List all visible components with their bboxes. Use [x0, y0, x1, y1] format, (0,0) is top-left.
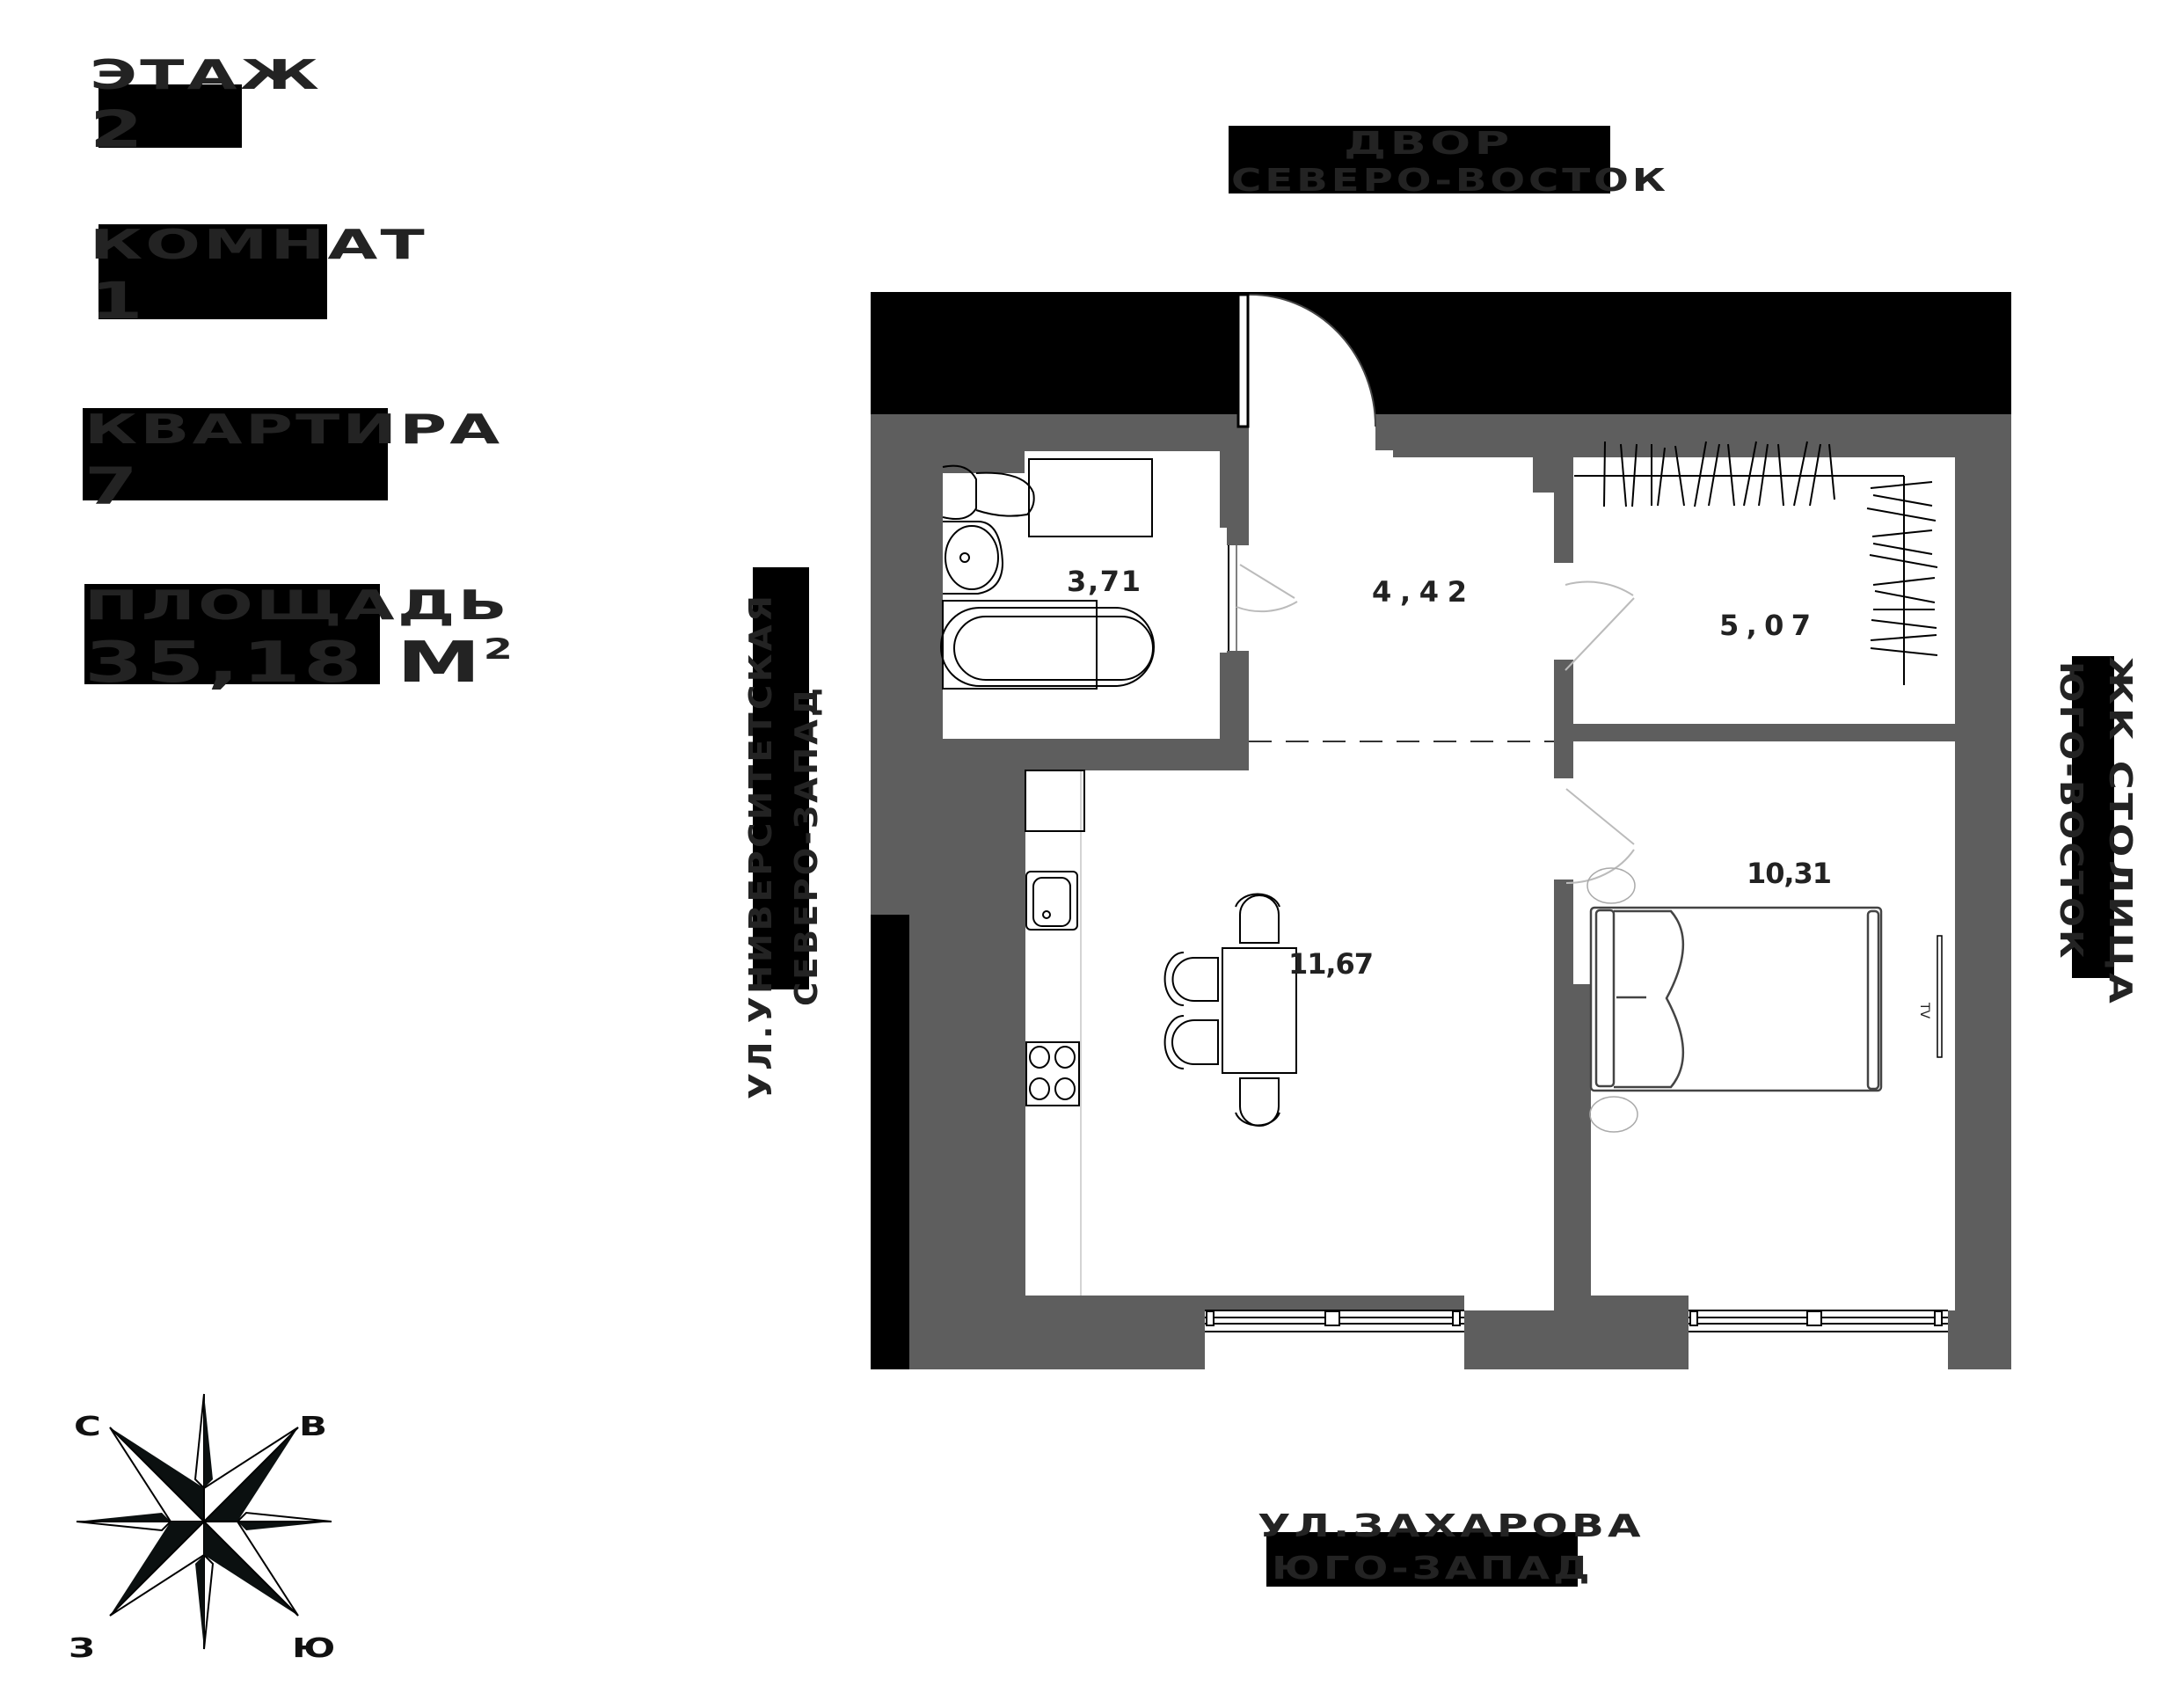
- bedroom-window: [1689, 1310, 1948, 1369]
- kitchen-living-floor: [1025, 770, 1554, 1310]
- hall-floor: [1249, 427, 1554, 770]
- toilet: [942, 464, 1035, 520]
- floor-label: ЭТАЖ: [90, 51, 323, 99]
- bottom-direction-line1: УЛ.ЗАХАРОВА: [1258, 1508, 1645, 1544]
- area-number: 35,18 М: [84, 631, 484, 696]
- sink: [943, 521, 1004, 595]
- tv-label: TV: [1917, 1002, 1931, 1019]
- wardrobe-door-swing: [1565, 580, 1635, 671]
- outer-wall-top: [871, 292, 2011, 414]
- apartment-box: [83, 408, 388, 500]
- bedroom-area: 10,31: [1747, 857, 1832, 890]
- wardrobe-floor: [1573, 457, 1955, 724]
- wardrobe-rails: [1574, 441, 1938, 685]
- top-direction-line2: СЕВЕРО-ВОСТОК: [1231, 163, 1669, 199]
- bedroom-door-swing: [1565, 788, 1635, 885]
- kitchen-living-area: 11,67: [1288, 947, 1374, 981]
- entry-door-leaf: [1236, 293, 1250, 428]
- compass-west: З: [69, 1633, 95, 1664]
- rooms-label: КОМНАТ: [90, 221, 427, 268]
- compass-star-icon: [76, 1393, 332, 1650]
- bath-cabinet: [1028, 458, 1153, 537]
- compass-south: Ю: [292, 1633, 336, 1664]
- bathroom-door-swing: [1236, 564, 1298, 613]
- area-value: 35,18 М2: [84, 635, 515, 691]
- wardrobe-area: 5,07: [1719, 609, 1811, 642]
- outer-wall-left: [871, 915, 909, 1369]
- rooms-value: 1: [90, 271, 146, 331]
- top-direction-box: [1229, 126, 1610, 193]
- bottom-direction-box: [1266, 1532, 1578, 1587]
- right-direction-box: [2072, 656, 2114, 978]
- dining-table: [1222, 947, 1297, 1074]
- bottom-direction-line2: ЮГО-ЗАПАД: [1272, 1551, 1594, 1587]
- compass-north: С: [74, 1412, 101, 1442]
- kitchen-window: [1205, 1310, 1464, 1369]
- apartment-value: 7: [84, 456, 141, 516]
- top-direction-line1: ДВОР: [1344, 126, 1514, 162]
- entry-door-swing: [1249, 294, 1375, 450]
- bed: [1589, 906, 1883, 1092]
- rooms-box: [98, 224, 327, 319]
- left-direction-box: [753, 567, 809, 989]
- area-box: [84, 584, 380, 684]
- kitchen-cabinet: [1025, 770, 1085, 832]
- floor-value: 2: [90, 99, 146, 159]
- nightstand-bottom: [1589, 1096, 1638, 1133]
- hall-area: 4,42: [1372, 575, 1467, 609]
- floor-box: [98, 84, 242, 148]
- nightstand-top: [1587, 867, 1636, 904]
- kitchen-sink: [1025, 871, 1078, 931]
- bathtub: [940, 600, 1155, 690]
- area-label: ПЛОЩАДЬ: [84, 581, 510, 629]
- bedroom-floor: [1573, 741, 1955, 1310]
- bathroom-area: 3,71: [1067, 565, 1141, 598]
- apartment-label: КВАРТИРА: [84, 405, 503, 453]
- dining-chairs: [1163, 893, 1280, 1127]
- bathroom-floor: [943, 451, 1227, 739]
- compass-east: В: [299, 1412, 328, 1442]
- area-unit-sup: 2: [483, 632, 516, 666]
- stove: [1025, 1041, 1080, 1106]
- tv-unit: [1937, 935, 1943, 1058]
